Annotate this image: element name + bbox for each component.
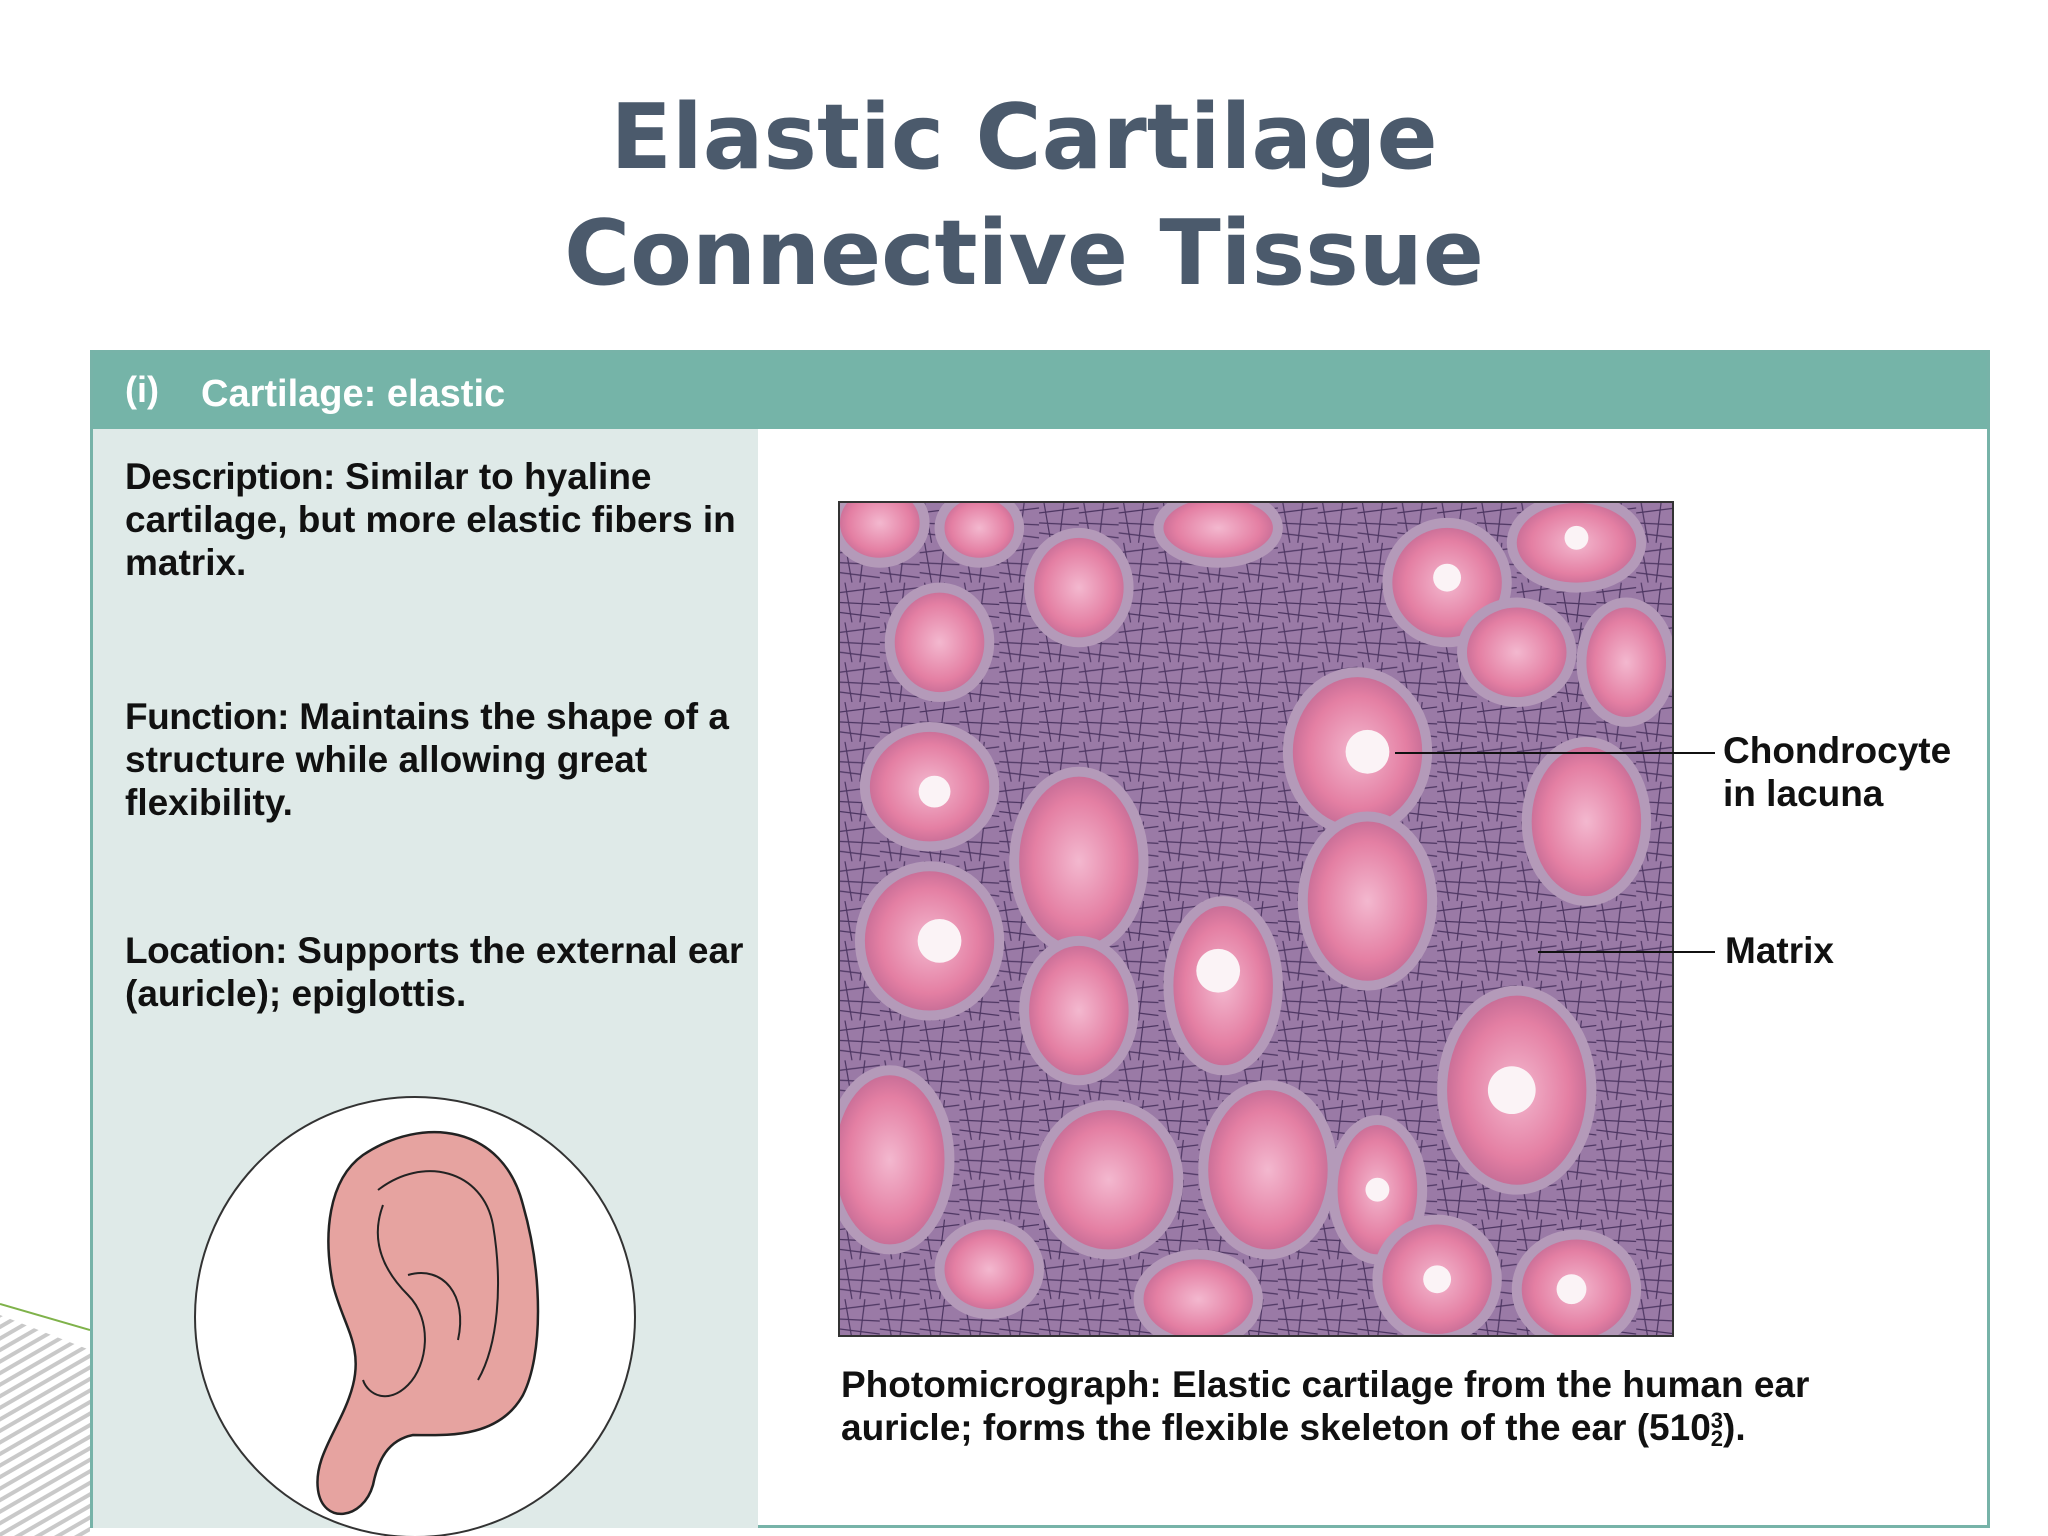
chondrocyte-callout-line [1395, 752, 1715, 754]
function-text: Maintains the shape of a structure while… [125, 696, 729, 823]
decorative-corner-stripes [0, 1303, 90, 1536]
panel-header: (i) Cartilage: elastic [93, 353, 1987, 429]
description-block: Description: Similar to hyaline cartilag… [125, 455, 765, 584]
panel-letter: (i) [125, 369, 159, 410]
title-line-2: Connective Tissue [564, 201, 1484, 306]
caption-subscript: 2 [1710, 1426, 1724, 1452]
photomicrograph-caption: Photomicrograph: Elastic cartilage from … [841, 1363, 1941, 1452]
panel-header-title: Cartilage: elastic [201, 373, 506, 415]
caption-text: Elastic cartilage from the human ear aur… [841, 1364, 1810, 1448]
function-block: Function: Maintains the shape of a struc… [125, 695, 735, 824]
caption-end: ). [1723, 1407, 1746, 1448]
function-label: Function: [125, 696, 290, 737]
location-text: Supports the external ear (auricle); epi… [125, 930, 744, 1014]
caption-superscript: 3 [1710, 1408, 1724, 1434]
figure-panel: (i) Cartilage: elastic Description: Simi… [90, 350, 1990, 1536]
info-column: Description: Similar to hyaline cartilag… [93, 429, 758, 1536]
ear-icon [194, 1096, 636, 1536]
description-text: Similar to hyaline cartilage, but more e… [125, 456, 736, 583]
matrix-callout-line [1538, 951, 1715, 953]
chondrocyte-label: Chondrocyte in lacuna [1723, 730, 1952, 814]
caption-label: Photomicrograph: [841, 1364, 1162, 1405]
photomicrograph-image [838, 501, 1674, 1337]
location-block: Location: Supports the external ear (aur… [125, 929, 785, 1015]
title-line-1: Elastic Cartilage [610, 85, 1438, 190]
slide-title: Elastic Cartilage Connective Tissue [0, 80, 2048, 312]
location-label: Location: [125, 930, 287, 971]
matrix-label: Matrix [1725, 930, 1834, 971]
description-label: Description: [125, 456, 335, 497]
